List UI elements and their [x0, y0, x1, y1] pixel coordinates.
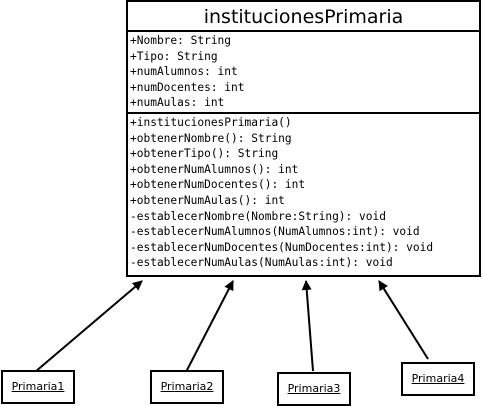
subclass-primaria2: Primaria2 — [150, 370, 224, 404]
method: +obtenerNombre(): String — [130, 131, 292, 145]
method: -establecerNumAlumnos(NumAlumnos:int): v… — [130, 225, 420, 239]
attribute: +numDocentes: int — [130, 80, 245, 94]
attribute: +numAulas: int — [130, 96, 225, 110]
subclass-name: Primaria4 — [411, 372, 465, 385]
attribute: +numAlumnos: int — [130, 65, 238, 79]
attribute: +Nombre: String — [130, 34, 232, 47]
subclass-primaria4: Primaria4 — [401, 362, 475, 396]
subclass-name: Primaria3 — [287, 382, 341, 395]
attribute: +Tipo: String — [130, 49, 218, 63]
method: -establecerNombre(Nombre:String): void — [130, 209, 386, 223]
subclass-name: Primaria2 — [160, 380, 214, 393]
subclass-primaria1: Primaria1 — [1, 370, 75, 404]
attributes-compartment: +Nombre: String +Tipo: String +numAlumno… — [128, 32, 479, 114]
methods-compartment: +institucionesPrimaria() +obtenerNombre(… — [128, 114, 479, 271]
method: -establecerNumAulas(NumAulas:int): void — [130, 256, 393, 270]
arrow-primaria3 — [301, 280, 314, 372]
method: +obtenerNumAlumnos(): int — [130, 162, 299, 176]
method: +institucionesPrimaria() — [130, 116, 292, 129]
arrow-primaria4 — [378, 280, 429, 360]
method: +obtenerNumDocentes(): int — [130, 178, 306, 192]
class-instituciones-primaria: institucionesPrimaria +Nombre: String +T… — [126, 0, 481, 277]
class-name: institucionesPrimaria — [128, 2, 479, 32]
method: +obtenerNumAulas(): int — [130, 193, 285, 207]
method: +obtenerTipo(): String — [130, 147, 279, 161]
method: -establecerNumDocentes(NumDocentes:int):… — [130, 240, 434, 254]
arrow-primaria2 — [185, 280, 234, 373]
arrow-primaria1 — [34, 280, 143, 373]
subclass-primaria3: Primaria3 — [277, 372, 351, 406]
subclass-name: Primaria1 — [11, 380, 65, 393]
